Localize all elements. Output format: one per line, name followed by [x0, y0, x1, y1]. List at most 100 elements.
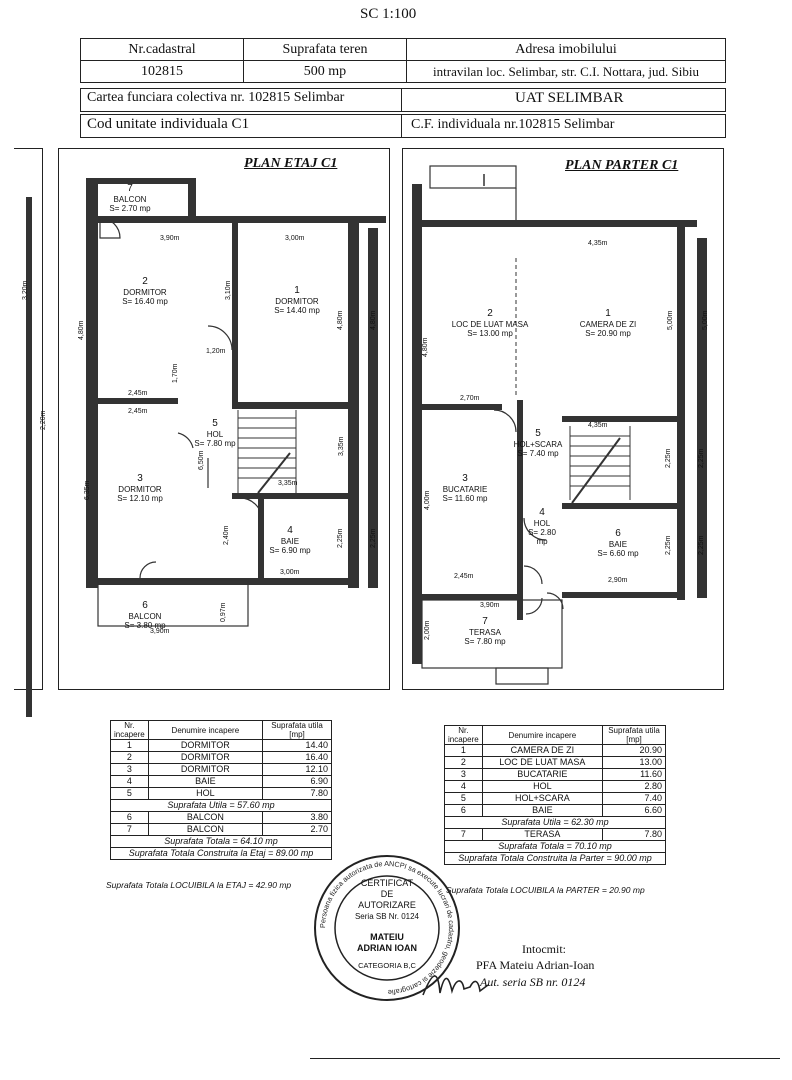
stamp-line4: Seria SB Nr. 0124	[354, 912, 420, 921]
plan-parter-drawing	[412, 165, 707, 685]
partial-plan-frame	[14, 148, 43, 717]
etaj-dim: 2,45m	[128, 408, 148, 415]
adresa-value: intravilan loc. Selimbar, str. C.I. Nott…	[406, 60, 726, 83]
etaj-dim: 2,25m	[370, 528, 377, 548]
table-etaj-totala: Suprafata Totala = 64.10 mp	[110, 835, 332, 848]
stamp-line3: AUTORIZARE	[358, 900, 416, 910]
plan-etaj-drawing	[86, 178, 386, 627]
stamp-line2: DE	[380, 889, 394, 899]
etaj-dim: 0,97m	[220, 602, 227, 622]
suprafata-value: 500 mp	[243, 60, 407, 83]
etaj-dim: 2,20m	[40, 410, 47, 430]
scale-label: SC 1:100	[360, 6, 417, 22]
bottom-divider	[310, 1058, 780, 1059]
etaj-dim: 3,00m	[285, 235, 305, 242]
parter-dim: 4,35m	[588, 422, 608, 429]
parter-dim: 4,35m	[588, 240, 608, 247]
parter-dim: 2,45m	[454, 573, 474, 580]
table-etaj-head-nr: Nr. incapere	[110, 720, 149, 740]
authorization-stamp: Persoana fizica autorizata de ANCPI sa e…	[312, 853, 462, 1003]
etaj-locuibila-note: Suprafata Totala LOCUIBILA la ETAJ = 42.…	[106, 880, 292, 890]
plan-parter-title: PLAN PARTER C1	[565, 158, 679, 173]
parter-dim: 4,80m	[422, 337, 429, 357]
parter-dim: 2,90m	[608, 577, 628, 584]
etaj-dim: 1,70m	[172, 363, 179, 383]
intocmit-aut: Aut. seria SB nr. 0124	[480, 975, 586, 989]
etaj-dim: 4,80m	[370, 310, 377, 330]
plan-parter-frame	[402, 148, 724, 690]
etaj-dim: 3,90m	[150, 628, 170, 635]
etaj-dim: 3,20m	[22, 280, 29, 300]
parter-dim: 2,25m	[698, 448, 705, 468]
carte-funciara-row: Cartea funciara colectiva nr. 102815 Sel…	[80, 88, 726, 112]
parter-dim: 4,00m	[424, 490, 431, 510]
table-parter-head-nr: Nr. incapere	[444, 725, 483, 745]
suprafata-label: Suprafata teren	[243, 38, 407, 61]
table-parter-head-sup: Suprafata utila [mp]	[602, 725, 666, 745]
etaj-dim: 3,10m	[225, 280, 232, 300]
stamp-line1: CERTIFICAT	[360, 878, 414, 888]
table-parter-construita: Suprafata Totala Construita la Parter = …	[444, 852, 666, 865]
parter-dim: 2,00m	[424, 620, 431, 640]
cf-individuala-text: C.F. individuala nr.102815 Selimbar	[411, 117, 615, 132]
plan-etaj-frame	[58, 148, 390, 690]
etaj-dim: 6,50m	[198, 450, 205, 470]
parter-dim: 2,25m	[665, 535, 672, 555]
parter-locuibila-note: Suprafata Totala LOCUIBILA la PARTER = 2…	[446, 885, 645, 895]
table-parter-head-den: Denumire incapere	[481, 725, 604, 745]
cod-unitate-text: Cod unitate individuala C1	[87, 116, 250, 132]
uat-text: UAT SELIMBAR	[515, 90, 624, 106]
table-parter-utila: Suprafata Utila = 62.30 mp	[444, 816, 666, 829]
stamp-line5: MATEIU	[370, 932, 404, 942]
table-parter: Nr. incapere Denumire incapere Suprafata…	[444, 725, 666, 865]
table-etaj-head-sup: Suprafata utila [mp]	[262, 720, 332, 740]
table-etaj-utila: Suprafata Utila = 57.60 mp	[110, 799, 332, 812]
parter-dim: 3,90m	[480, 602, 500, 609]
etaj-dim: 1,20m	[206, 348, 226, 355]
etaj-dim: 2,25m	[337, 528, 344, 548]
etaj-dim: 3,35m	[278, 480, 298, 487]
header-table: Nr.cadastral Suprafata teren Adresa imob…	[80, 38, 726, 83]
nr-cadastral-value: 102815	[80, 60, 244, 83]
stamp-category: CATEGORIA B,C	[358, 961, 416, 970]
plan-etaj-title: PLAN ETAJ C1	[244, 156, 338, 171]
intocmit-label: Intocmit:	[522, 942, 566, 956]
etaj-dim: 3,35m	[338, 436, 345, 456]
adresa-label: Adresa imobilului	[406, 38, 726, 61]
signature	[422, 975, 489, 996]
etaj-dim: 3,90m	[160, 235, 180, 242]
parter-dim: 2,25m	[665, 448, 672, 468]
etaj-dim: 4,80m	[78, 320, 85, 340]
parter-dim: 2,25m	[698, 535, 705, 555]
etaj-dim: 6,35m	[84, 480, 91, 500]
table-etaj: Nr. incapere Denumire incapere Suprafata…	[110, 720, 332, 860]
stamp-line6: ADRIAN IOAN	[357, 943, 417, 953]
etaj-dim: 2,40m	[223, 525, 230, 545]
etaj-dim: 2,45m	[128, 390, 148, 397]
cod-unitate-row: Cod unitate individuala C1 C.F. individu…	[80, 114, 726, 138]
parter-dim: 5,00m	[702, 310, 709, 330]
carte-funciara-text: Cartea funciara colectiva nr. 102815 Sel…	[87, 90, 345, 105]
nr-cadastral-label: Nr.cadastral	[80, 38, 244, 61]
